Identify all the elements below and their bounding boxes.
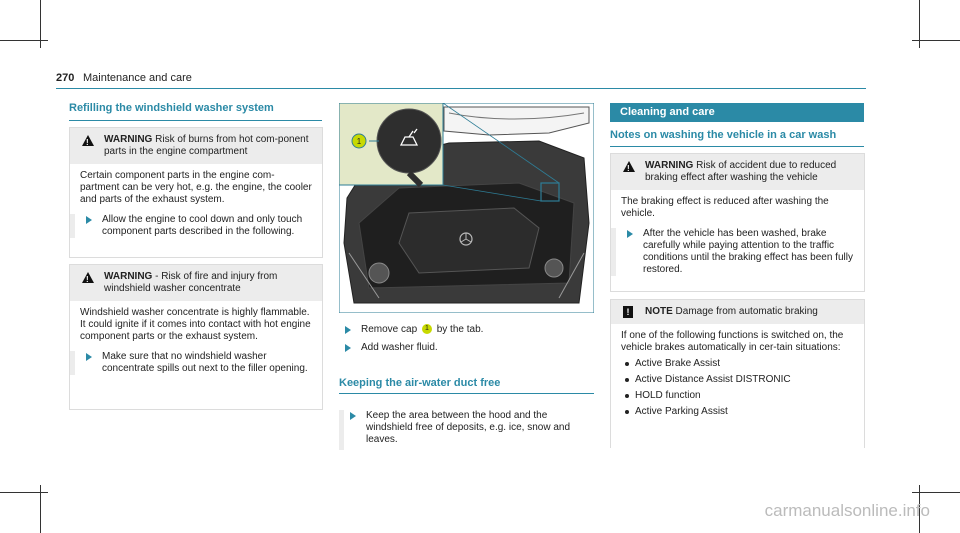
step-text: by the tab. bbox=[436, 324, 484, 335]
warning-label: WARNING bbox=[645, 160, 694, 171]
step-arrow-icon bbox=[350, 412, 356, 420]
function-list: Active Brake Assist Active Distance Assi… bbox=[621, 358, 854, 418]
step-text: Remove cap bbox=[361, 324, 418, 335]
warning-text: Certain component parts in the engine co… bbox=[80, 170, 312, 205]
crop-mark bbox=[40, 485, 41, 533]
note-box: ! NOTE Damage from automatic braking If … bbox=[610, 299, 865, 448]
note-text: If one of the following functions is swi… bbox=[621, 330, 844, 353]
step-arrow-icon bbox=[86, 216, 92, 224]
crop-mark bbox=[40, 0, 41, 48]
callout-1-label: 1 bbox=[357, 137, 362, 146]
note-exclamation-icon: ! bbox=[623, 306, 633, 318]
instruction-step: Allow the engine to cool down and only t… bbox=[70, 214, 312, 238]
step-arrow-icon bbox=[86, 353, 92, 361]
note-title: Damage from automatic braking bbox=[672, 306, 818, 317]
washer-cap bbox=[376, 108, 442, 174]
engine-compartment-illustration: 1 bbox=[339, 103, 594, 313]
page-header-title: Maintenance and care bbox=[83, 72, 192, 84]
heading-rule bbox=[69, 120, 322, 121]
step-text: Keep the area between the hood and the w… bbox=[366, 410, 571, 445]
crop-mark bbox=[0, 492, 48, 493]
section-heading: Refilling the windshield washer system bbox=[69, 102, 274, 114]
cap-location-marker bbox=[540, 182, 560, 202]
step-text: After the vehicle has been washed, brake… bbox=[643, 228, 853, 275]
warning-body: Certain component parts in the engine co… bbox=[70, 164, 322, 246]
step-text: Allow the engine to cool down and only t… bbox=[102, 214, 303, 237]
warning-body: Windshield washer concentrate is highly … bbox=[70, 301, 322, 383]
section-heading: Notes on washing the vehicle in a car wa… bbox=[610, 129, 837, 141]
crop-mark bbox=[919, 485, 920, 533]
step-arrow-icon bbox=[627, 230, 633, 238]
list-item: Active Parking Assist bbox=[621, 406, 854, 418]
washer-fluid-icon bbox=[399, 128, 419, 146]
list-item: HOLD function bbox=[621, 390, 854, 402]
instruction-step: After the vehicle has been washed, brake… bbox=[611, 228, 854, 276]
crop-mark bbox=[912, 40, 960, 41]
instruction-step: Add washer fluid. bbox=[339, 342, 611, 354]
warning-body: The braking effect is reduced after wash… bbox=[611, 190, 864, 284]
instruction-step: Keep the area between the hood and the w… bbox=[339, 410, 589, 450]
list-item: Active Distance Assist DISTRONIC bbox=[621, 374, 854, 386]
instruction-step: Make sure that no windshield washer conc… bbox=[70, 351, 312, 375]
page-number: 270 bbox=[56, 72, 75, 84]
warning-box: WARNING Risk of accident due to reduced … bbox=[610, 153, 865, 292]
instruction-step: Remove cap 1 by the tab. bbox=[339, 324, 611, 336]
warning-label: WARNING bbox=[104, 134, 153, 145]
warning-title: Risk of accident due to reduced braking … bbox=[645, 160, 837, 183]
note-body: If one of the following functions is swi… bbox=[611, 324, 864, 430]
crop-mark bbox=[912, 492, 960, 493]
note-label: NOTE bbox=[645, 306, 673, 317]
section-heading: Keeping the air-water duct free bbox=[339, 377, 501, 389]
step-arrow-icon bbox=[345, 326, 351, 334]
header-rule bbox=[56, 88, 866, 89]
warning-box: WARNING - Risk of fire and injury from w… bbox=[69, 264, 323, 410]
callout-1-marker bbox=[351, 133, 367, 149]
warning-text: The braking effect is reduced after wash… bbox=[621, 196, 829, 219]
warning-triangle-icon bbox=[623, 161, 635, 175]
callout-1-badge: 1 bbox=[421, 324, 432, 335]
warning-header: WARNING - Risk of fire and injury from w… bbox=[70, 265, 322, 301]
heading-rule bbox=[339, 393, 594, 394]
warning-label: WARNING bbox=[104, 271, 153, 282]
heading-rule bbox=[610, 146, 864, 147]
warning-title: Risk of burns from hot com-ponent parts … bbox=[104, 134, 309, 157]
note-header: ! NOTE Damage from automatic braking bbox=[611, 300, 864, 324]
step-text: Make sure that no windshield washer conc… bbox=[102, 351, 308, 374]
crop-mark bbox=[919, 0, 920, 48]
list-item: Active Brake Assist bbox=[621, 358, 854, 370]
section-band: Cleaning and care bbox=[610, 103, 864, 122]
warning-header: WARNING Risk of burns from hot com-ponen… bbox=[70, 128, 322, 164]
warning-title: - Risk of fire and injury from windshiel… bbox=[104, 271, 278, 294]
warning-triangle-icon bbox=[82, 135, 94, 149]
warning-triangle-icon bbox=[82, 272, 94, 286]
warning-box: WARNING Risk of burns from hot com-ponen… bbox=[69, 127, 323, 258]
step-arrow-icon bbox=[345, 344, 351, 352]
crop-mark bbox=[0, 40, 48, 41]
warning-text: Windshield washer concentrate is highly … bbox=[80, 307, 311, 342]
step-text: Add washer fluid. bbox=[361, 342, 438, 353]
warning-header: WARNING Risk of accident due to reduced … bbox=[611, 154, 864, 190]
watermark: carmanualsonline.info bbox=[764, 501, 930, 520]
